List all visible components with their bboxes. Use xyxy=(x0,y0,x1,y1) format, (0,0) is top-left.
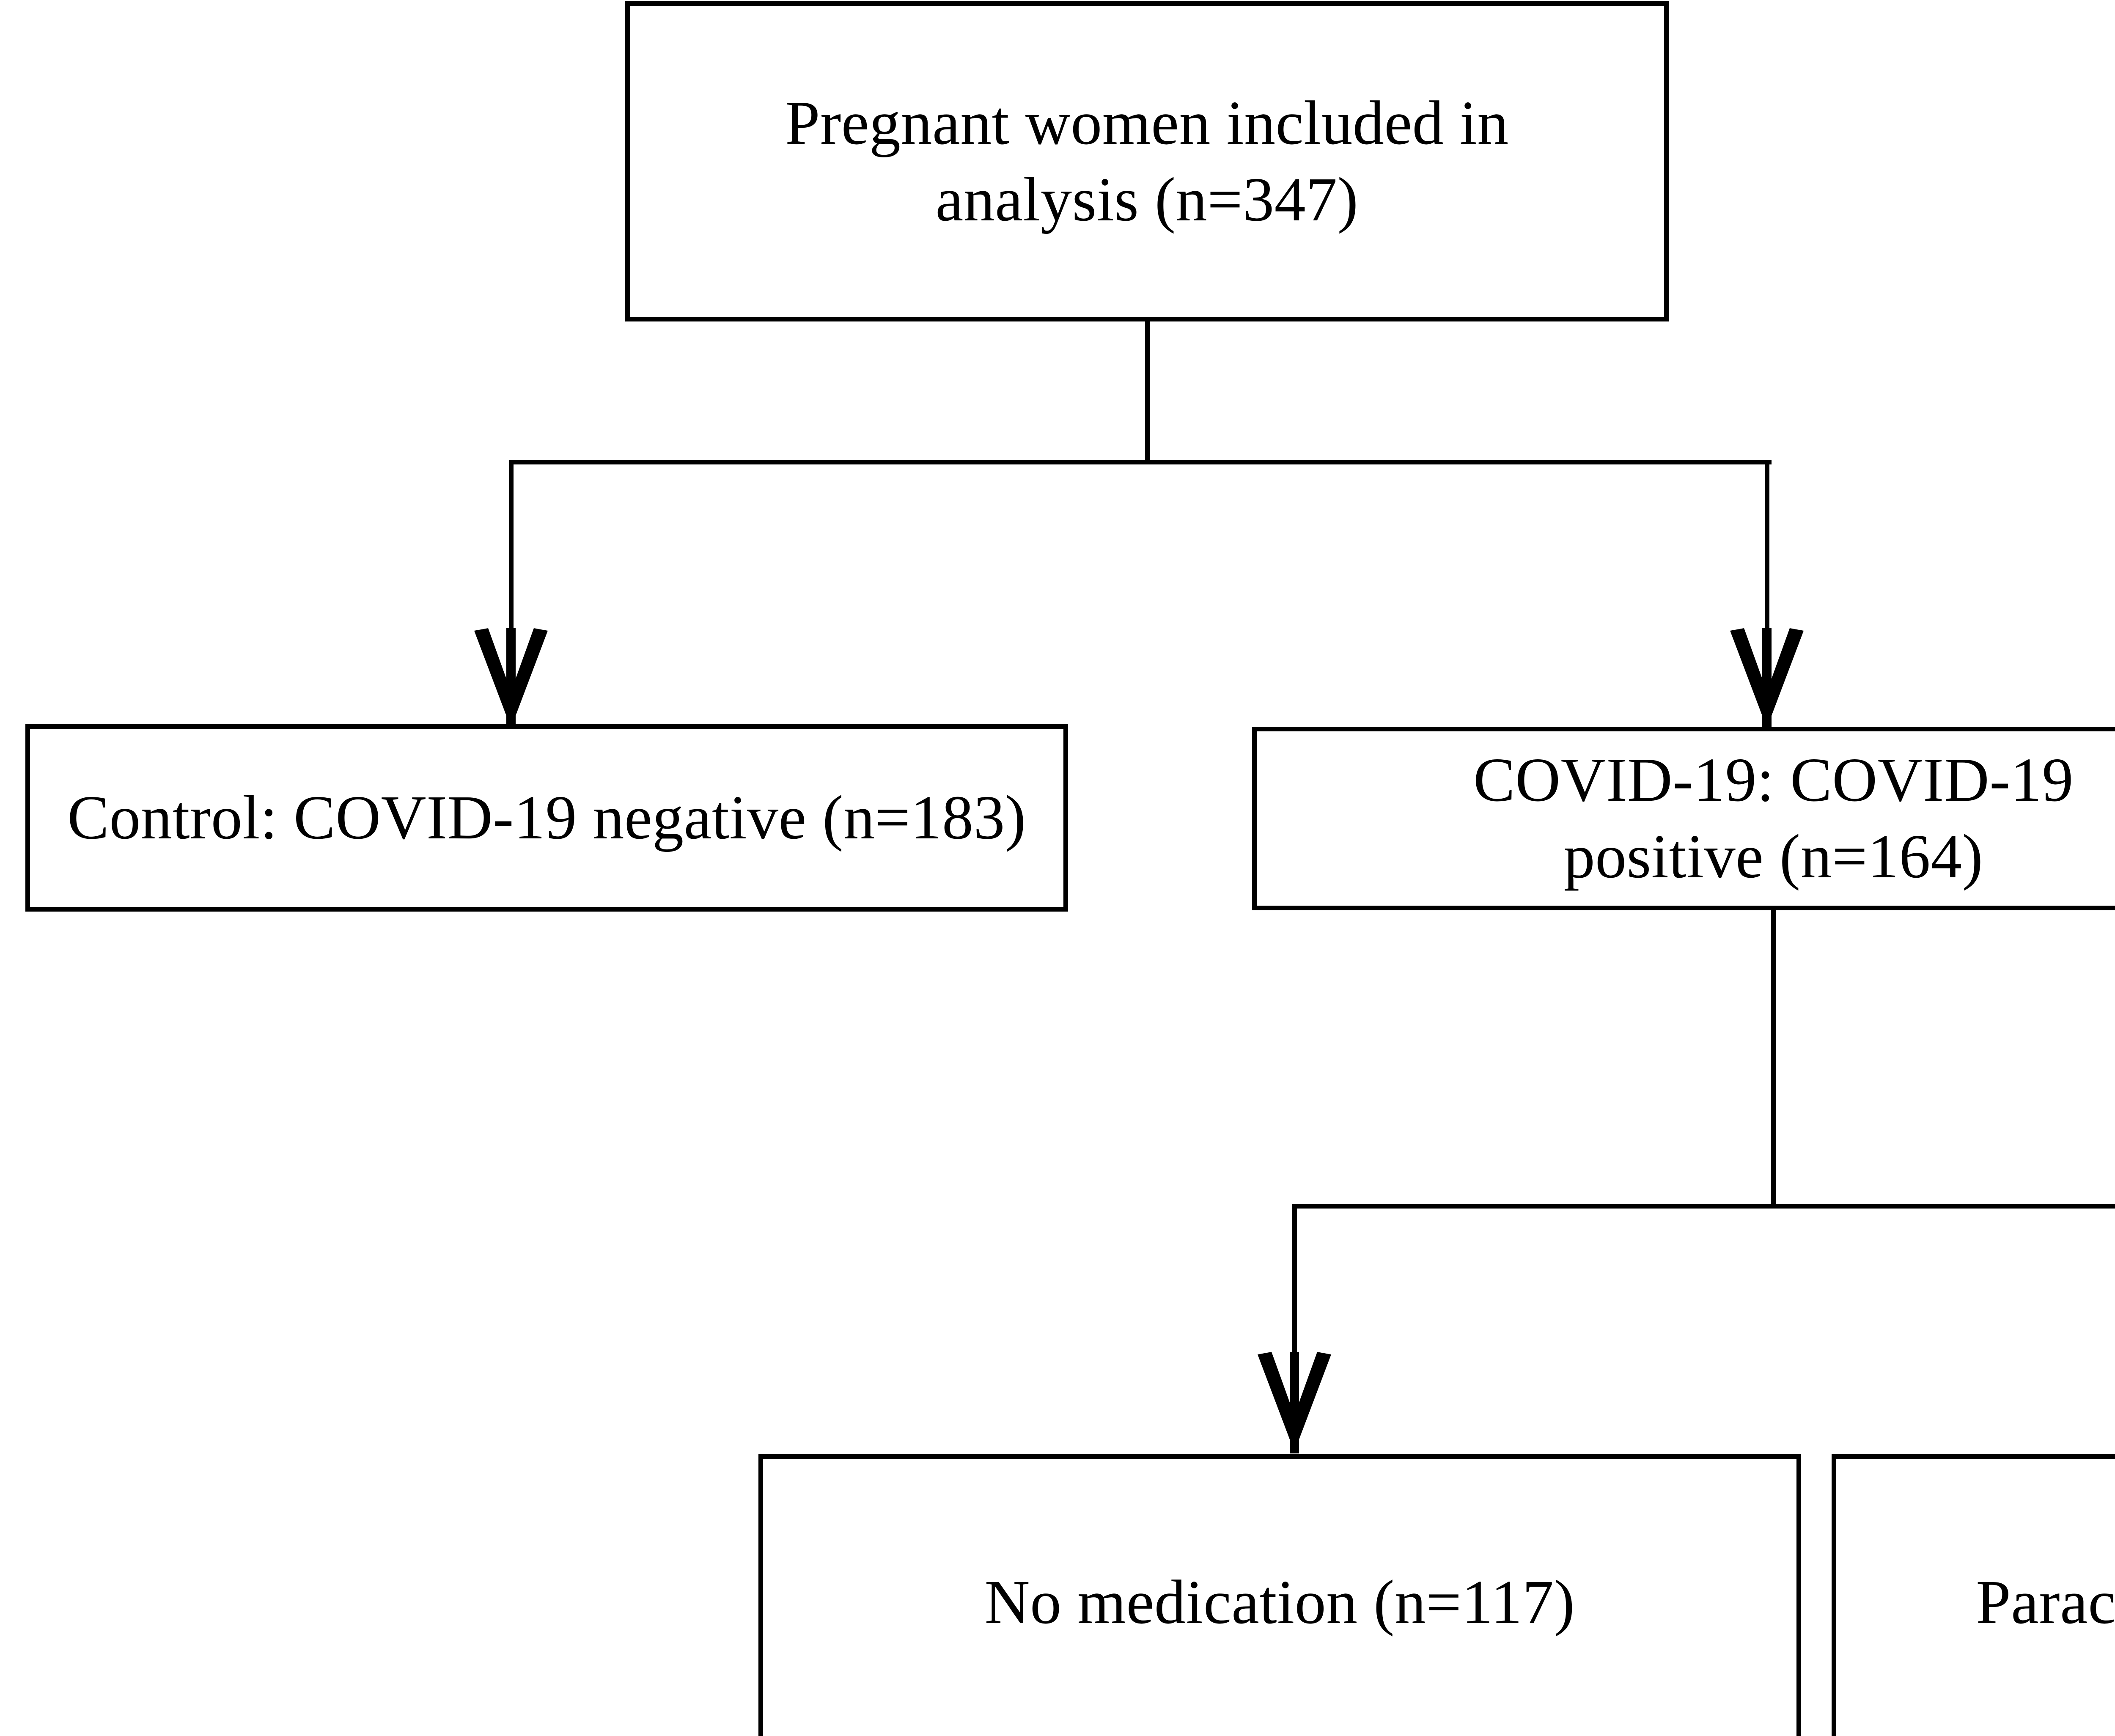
connector-drop-to-control xyxy=(509,460,514,642)
node-label-covid-positive: COVID-19: COVID-19 positive (n=164) xyxy=(1473,745,2074,891)
connector-drop-to-covid xyxy=(1765,460,1769,642)
connector-bar-level2 xyxy=(1292,1204,2115,1209)
connector-bar-level1 xyxy=(509,460,1772,464)
node-covid-positive[interactable]: COVID-19: COVID-19 positive (n=164) xyxy=(1252,727,2115,910)
node-label-no-medication: No medication (n=117) xyxy=(984,1567,1575,1637)
node-pregnant-women-included[interactable]: Pregnant women included in analysis (n=3… xyxy=(625,1,1669,321)
node-control-covid-negative[interactable]: Control: COVID-19 negative (n=183) xyxy=(25,724,1068,912)
connector-drop-to-no-medication xyxy=(1292,1204,1297,1365)
node-label-pregnant-women-included: Pregnant women included in analysis (n=3… xyxy=(785,88,1509,234)
node-label-control-covid-negative: Control: COVID-19 negative (n=183) xyxy=(67,783,1026,853)
node-paracetamol-treatment[interactable]: Paracetamol treatment (n=47) xyxy=(1832,1454,2115,1736)
node-no-medication[interactable]: No medication (n=117) xyxy=(758,1454,1801,1736)
connector-stem-covid xyxy=(1771,910,1776,1209)
connector-stem-root xyxy=(1145,321,1150,464)
node-label-paracetamol-treatment: Paracetamol treatment (n=47) xyxy=(1976,1567,2115,1637)
